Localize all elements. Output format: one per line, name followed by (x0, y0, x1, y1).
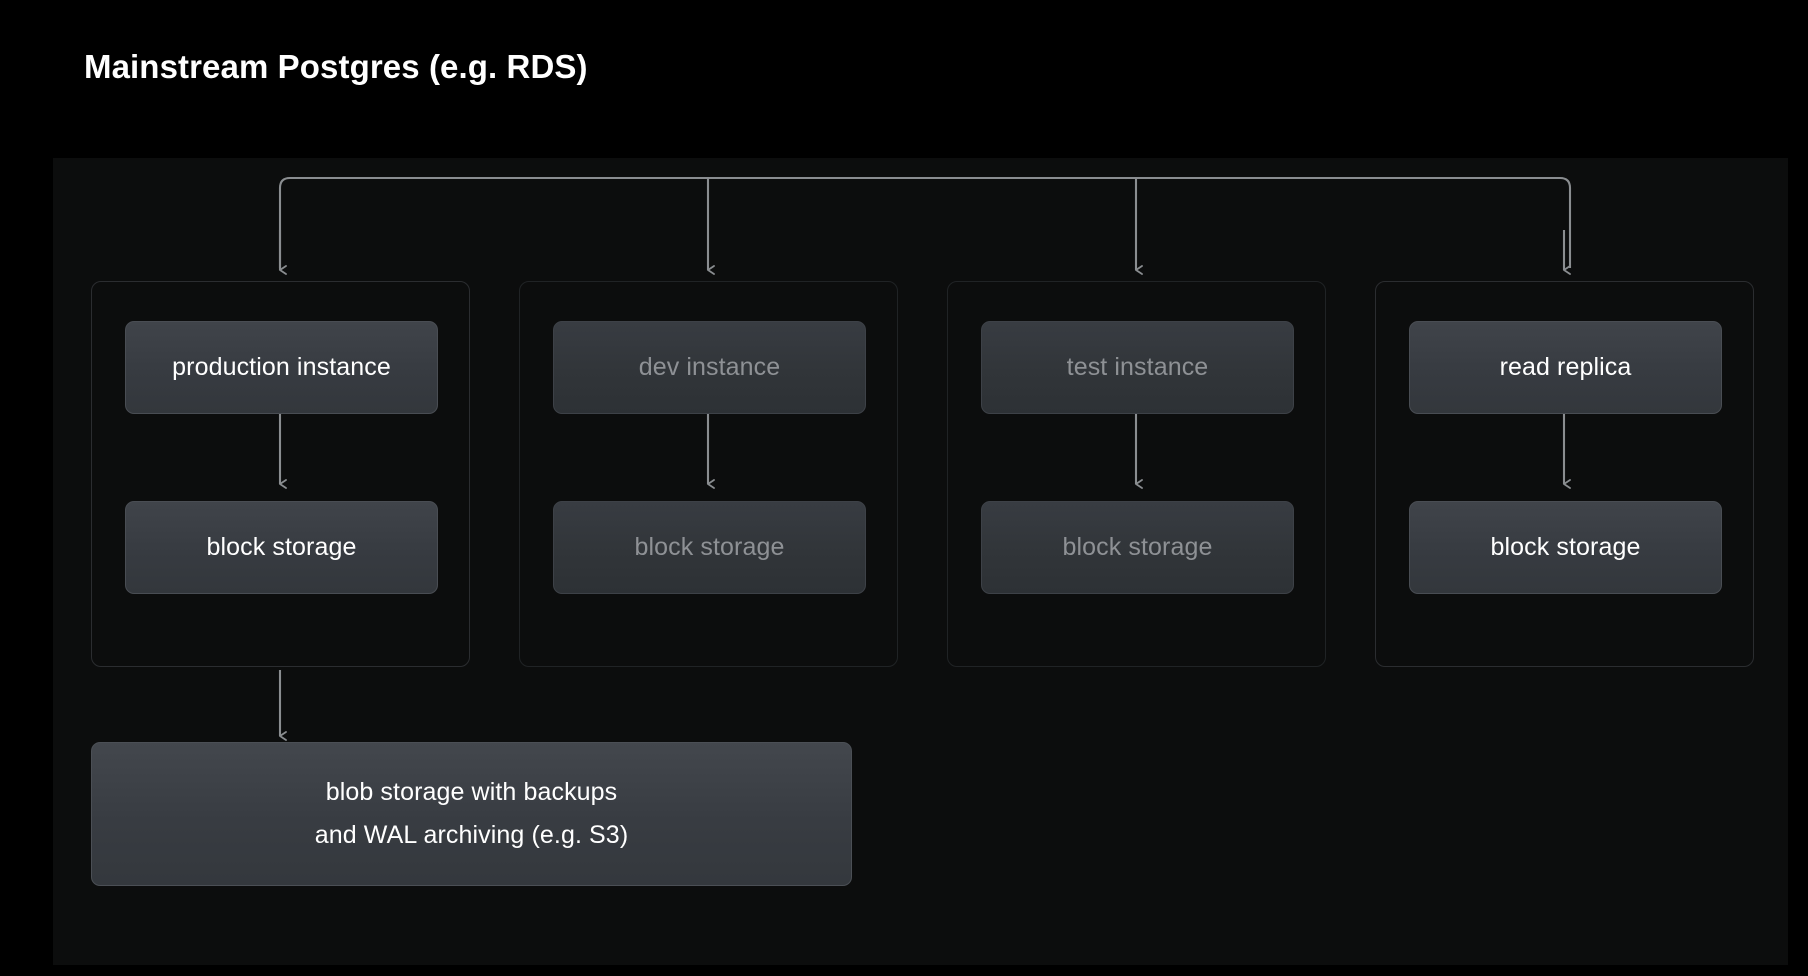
node-test-block-storage[interactable]: block storage (981, 501, 1294, 594)
group-test[interactable]: test instance block storage (947, 281, 1326, 667)
node-production-instance[interactable]: production instance (125, 321, 438, 414)
group-dev[interactable]: dev instance block storage (519, 281, 898, 667)
node-label: block storage (1062, 533, 1213, 561)
node-label: block storage (634, 533, 785, 561)
node-label: block storage (206, 533, 357, 561)
group-production[interactable]: production instance block storage (91, 281, 470, 667)
page-title: Mainstream Postgres (e.g. RDS) (84, 48, 588, 85)
bus-line (278, 176, 1572, 268)
node-read-replica[interactable]: read replica (1409, 321, 1722, 414)
node-label: production instance (172, 353, 391, 381)
diagram-panel: production instance block storage dev in… (53, 158, 1788, 965)
group-read-replica[interactable]: read replica block storage (1375, 281, 1754, 667)
node-label: block storage (1490, 533, 1641, 561)
node-production-block-storage[interactable]: block storage (125, 501, 438, 594)
blob-storage-line-2: and WAL archiving (e.g. S3) (314, 821, 629, 849)
node-dev-block-storage[interactable]: block storage (553, 501, 866, 594)
node-blob-storage[interactable]: blob storage with backups and WAL archiv… (91, 742, 852, 886)
node-test-instance[interactable]: test instance (981, 321, 1294, 414)
blob-storage-line-1: blob storage with backups (325, 778, 618, 806)
node-label: dev instance (638, 353, 781, 381)
node-dev-instance[interactable]: dev instance (553, 321, 866, 414)
node-read-replica-block-storage[interactable]: block storage (1409, 501, 1722, 594)
node-label: test instance (1066, 353, 1209, 381)
node-label: read replica (1499, 353, 1632, 381)
